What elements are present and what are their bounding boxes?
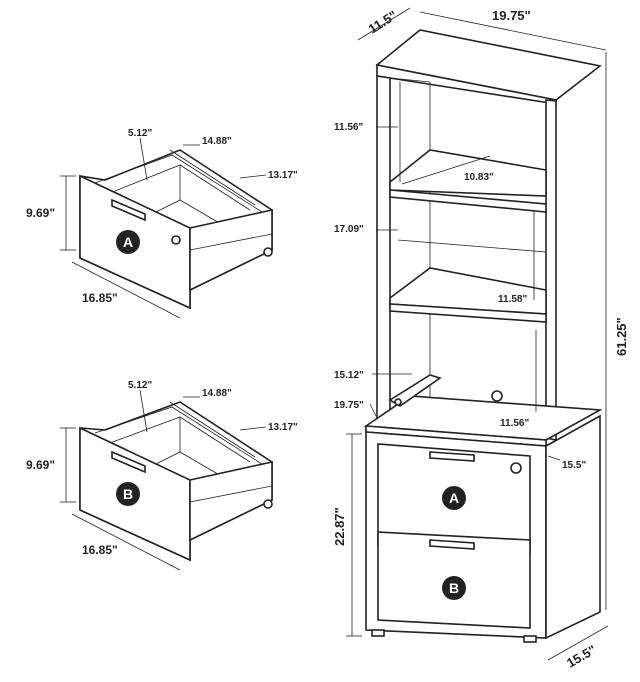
lower-gap-label: 15.12" [334,370,364,381]
cabinet: A B [363,29,603,643]
shelf-middle [389,267,547,315]
shelf-upper [389,149,547,197]
drawer-b-rail [189,485,273,503]
base-lock-icon [510,462,522,474]
bracket-hole-icon [394,398,402,406]
drawer-a-handle [111,198,146,222]
base-height-label: 22.87" [332,507,347,546]
shelf-depth-line [401,155,491,185]
desk-gap-label: 11.56" [500,418,529,429]
drawer-b-side [189,461,273,542]
drawer-b-inner-label: 13.17" [268,422,298,433]
drawer-a-depth-line [139,137,148,181]
drawer-b-height-label: 9.69" [26,458,55,472]
drawer-a-width-line [169,149,256,206]
base-drawer-lower-badge-label: B [449,580,459,596]
grommet-icon [491,390,503,402]
drawer-a-length-label: 16.85" [82,291,118,305]
drawer-b-length-line [71,513,181,571]
drawer-a-rim [94,154,263,213]
drawer-a-badge-label: A [123,234,133,250]
drawer-b-width-line [169,401,256,458]
top-width-line [419,11,607,51]
base-drawer-upper-badge [442,486,466,510]
desk-width-leader [369,403,377,417]
drawer-a-wheel [263,247,273,257]
drawer-b-badge-label: B [123,486,133,502]
drawer-b-badge [116,482,140,506]
top-width-label: 19.75" [492,8,531,23]
shelf-gap-mid-label: 17.09" [334,224,364,235]
base-depth-bottom-label: 15.5" [564,642,599,671]
cabinet-dimensions: 11.5" 19.75" 11.56" 10.83" 17.09" 11.58"… [332,8,629,671]
shelf-gap-right-label: 11.58" [498,294,527,305]
base-depth-side-label: 15.5" [562,460,586,471]
drawer-a-badge [116,230,140,254]
drawer-b-rim [94,406,263,465]
drawer-a-height-label: 9.69" [26,206,55,220]
hutch-right-side [545,99,557,441]
drawer-a-length-line [71,261,181,319]
drawer-a-inner-label: 13.17" [268,170,298,181]
shelf-gap-mid-line [397,239,547,253]
drawer-b-depth-line [139,389,148,433]
drawer-a-inner-leader [239,174,267,179]
desk-width-label: 19.75" [334,400,364,411]
drawer-a-width-label: 14.88" [202,136,232,147]
drawer-b-wheel [263,499,273,509]
base-depth-side-leader [547,455,561,461]
base-side [545,414,601,640]
shelf-gap-top-label: 11.56" [334,122,363,133]
base-drawer-upper-handle [429,451,475,462]
base-foot-right [523,635,537,643]
drawer-a-depth-label: 5.12" [128,128,152,139]
base-foot-left [371,629,385,637]
base-drawer-lower-handle [429,539,475,550]
hutch-back-top [389,77,431,83]
base-drawer-upper-badge-label: A [449,490,459,506]
total-height-label: 61.25" [614,317,629,356]
shelf-depth-label: 10.83" [464,172,494,183]
base-depth-bottom-line [547,625,609,661]
shelf-upper-edge [389,189,547,213]
hutch-left-side [376,75,391,431]
drawer-b-length-label: 16.85" [82,543,118,557]
base-drawer-lower-badge [442,576,466,600]
drawer-a-lock-icon [171,235,181,245]
drawer-a: A 5.12" 14.88" 13.17" 9.69" 16.85" [26,128,298,319]
top-depth-line [357,7,411,41]
drawer-b-inner-leader [239,426,267,431]
drawer-b-depth-label: 5.12" [128,380,152,391]
top-depth-label: 11.5" [366,8,400,37]
drawer-a-rail [189,233,273,251]
drawer-b-width-label: 14.88" [202,388,232,399]
drawer-b: B 5.12" 14.88" 13.17" 9.69" 16.85" [26,380,298,571]
shelf-middle-edge [389,303,547,323]
drawer-b-handle [111,450,146,474]
